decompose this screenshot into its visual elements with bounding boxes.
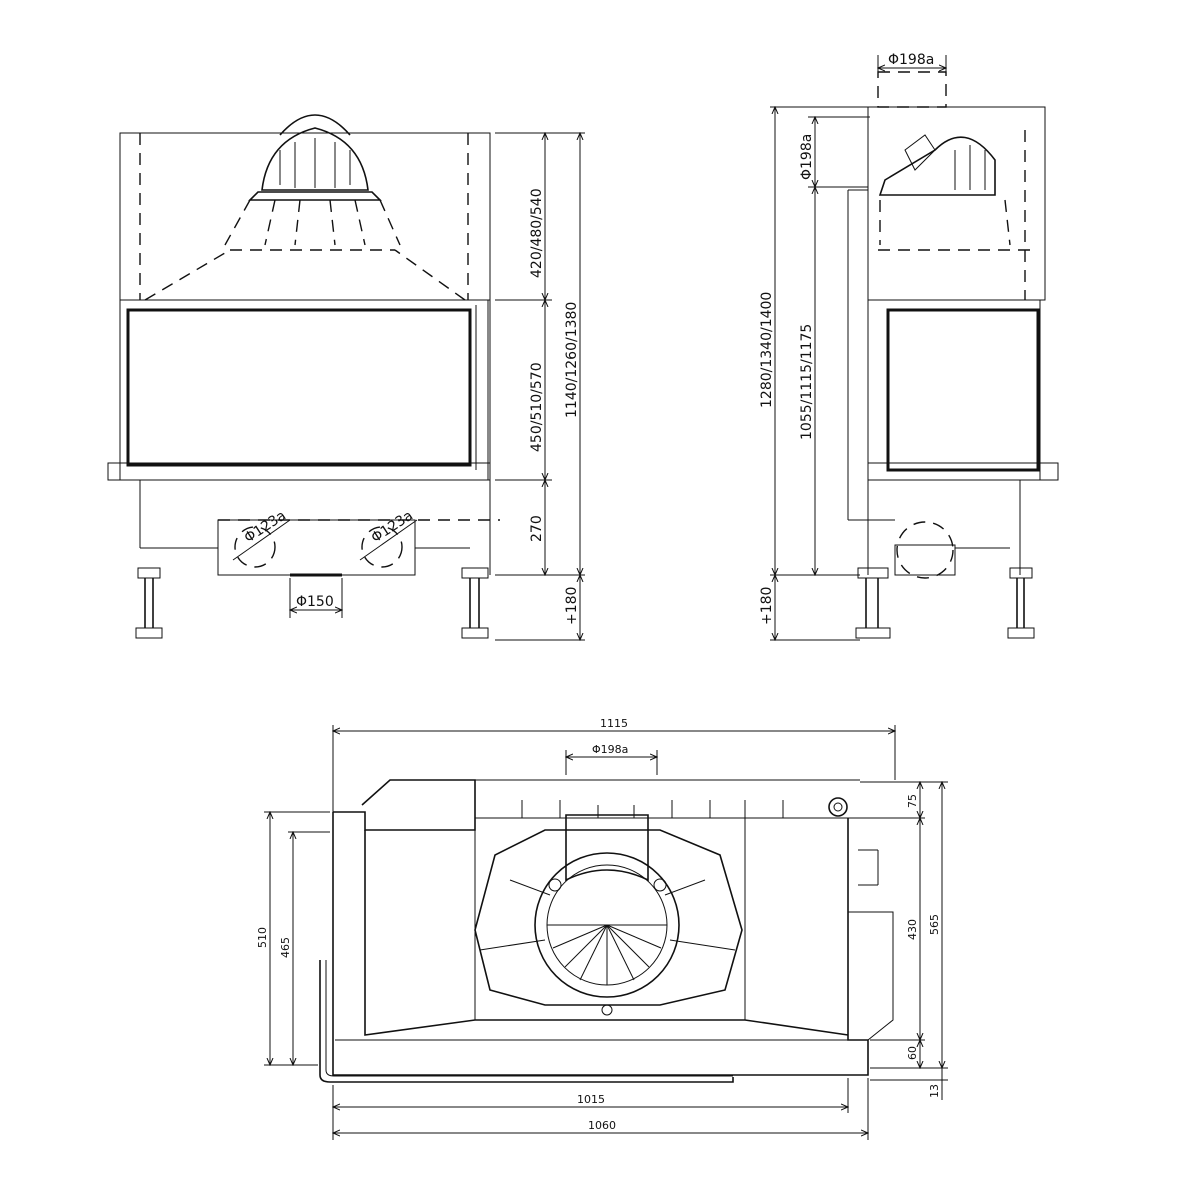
leg-left [135,567,163,639]
rear-tabs [521,800,784,819]
dim-flue-side: Φ198a [799,134,815,180]
dim-flue-top: Φ198a [888,52,934,68]
dim-left-inner-depth: 465 [279,937,292,958]
firebox-door [107,299,491,481]
dim-flue-axis-height: 1055/1115/1175 [799,324,815,440]
dim-overall-width: 1115 [600,717,628,730]
dim-base-height: 270 [529,515,545,542]
dim-firebox-depth: 430 [906,919,919,940]
dim-leg-extension: +180 [759,587,775,625]
top-view: 1115 Φ198a 75 430 60 565 13 510 465 1015… [256,717,948,1140]
dim-left-depth: 510 [256,927,269,948]
dim-ledge: 13 [928,1084,941,1098]
side-hood-dome [878,134,1011,246]
hood-dome [224,114,401,246]
dim-flue: Φ198a [592,743,628,756]
side-leg-left [855,567,891,639]
dim-total-height: 1280/1340/1400 [759,292,775,408]
dim-hood-height: 420/480/540 [529,188,545,278]
side-leg-right [1007,567,1035,639]
front-view: Φ123a Φ123a Φ150 420/480/540 450/510/570… [107,114,585,640]
dim-body-width: 1060 [588,1119,616,1132]
dim-rear-offset: 75 [906,794,919,808]
dim-side-outlet-right: Φ123a [368,508,416,547]
dim-total-depth: 565 [928,914,941,935]
burner-grate [474,814,743,1016]
dim-front-offset: 60 [906,1046,919,1060]
dim-side-outlet-left: Φ123a [241,508,289,547]
dim-total-height: 1140/1260/1380 [564,302,580,418]
dim-leg-extension: +180 [564,587,580,625]
dim-air-inlet: Φ150 [296,594,334,610]
dim-inner-width: 1015 [577,1093,605,1106]
dim-door-height: 450/510/570 [529,362,545,452]
side-view: Φ198a Φ198a 1280/1340/1400 1055/1115/117… [759,52,1059,640]
leg-right [461,567,489,639]
